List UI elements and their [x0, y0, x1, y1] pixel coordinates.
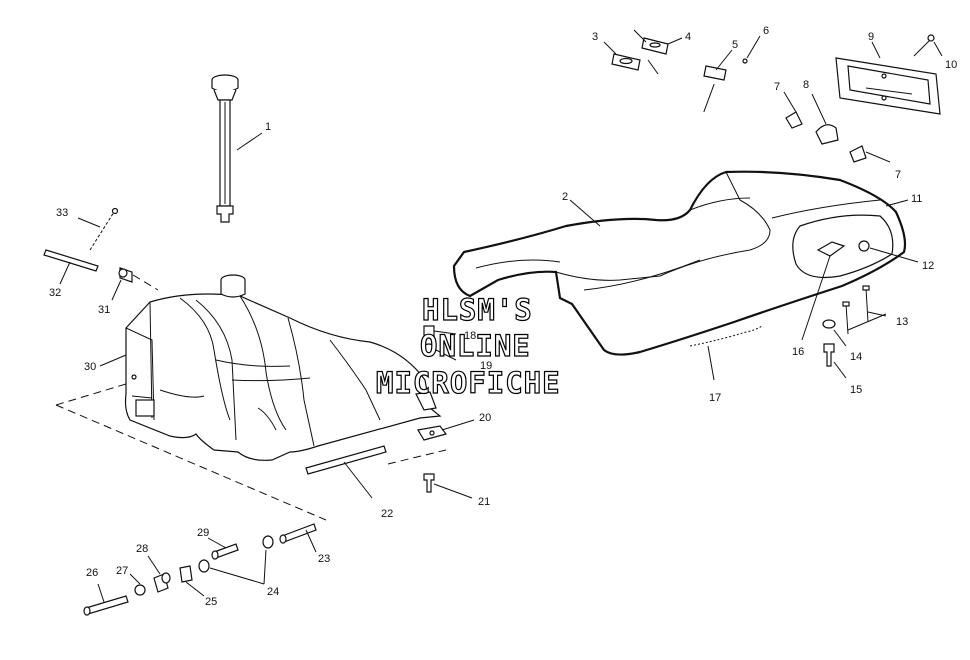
- callout-4: 4: [685, 31, 691, 43]
- watermark-line-2: ONLINE: [420, 329, 531, 363]
- callout-3: 3: [592, 31, 598, 43]
- callout-11: 11: [911, 193, 922, 205]
- callout-22: 22: [381, 508, 393, 520]
- callout-labels: 1 2 3 4 5 6 7 7 8 9 10 11 12 13 14 15 16…: [49, 25, 957, 608]
- fuel-tank-part: [99, 274, 442, 461]
- callout-1: 1: [265, 121, 271, 133]
- callout-9: 9: [868, 31, 874, 43]
- callout-2: 2: [562, 191, 568, 203]
- tank-hardware-parts: [305, 325, 475, 499]
- callout-20: 20: [479, 412, 491, 424]
- callout-24: 24: [267, 586, 279, 598]
- seat-underside-cutout: [792, 199, 919, 341]
- seat-part: [452, 170, 907, 356]
- watermark: HLSM'S ONLINE MICROFICHE: [375, 292, 561, 400]
- callout-30: 30: [84, 361, 96, 373]
- watermark-line-1: HLSM'S: [422, 293, 533, 327]
- seat-base-part: [689, 325, 763, 381]
- callout-7b: 7: [895, 169, 901, 181]
- fuel-sender-part: [211, 74, 263, 223]
- callout-15: 15: [850, 384, 862, 396]
- callout-21: 21: [478, 496, 490, 508]
- callout-19: 19: [480, 360, 492, 372]
- callout-13: 13: [896, 316, 908, 328]
- callout-33: 33: [56, 207, 68, 219]
- callout-8: 8: [803, 79, 809, 91]
- callout-12: 12: [922, 260, 934, 272]
- vent-hose-parts: [43, 207, 159, 301]
- callout-17: 17: [709, 392, 721, 404]
- callout-27: 27: [116, 565, 128, 577]
- callout-23: 23: [318, 553, 330, 565]
- callout-10: 10: [945, 59, 957, 71]
- taillight-parts: [603, 29, 943, 163]
- callout-6: 6: [763, 25, 769, 37]
- callout-25: 25: [205, 596, 217, 608]
- watermark-line-3: MICROFICHE: [376, 366, 561, 400]
- callout-5: 5: [732, 39, 738, 51]
- fuel-line-fittings: [83, 523, 317, 616]
- callout-28: 28: [136, 543, 148, 555]
- callout-26: 26: [86, 567, 98, 579]
- callout-16: 16: [792, 346, 804, 358]
- seat-hardware-parts: [822, 285, 887, 379]
- callout-32: 32: [49, 287, 61, 299]
- callout-29: 29: [197, 527, 209, 539]
- tank-dashed-outline: [55, 383, 447, 521]
- callout-7a: 7: [774, 81, 780, 93]
- callout-14: 14: [850, 351, 862, 363]
- callout-18: 18: [464, 330, 476, 342]
- callout-31: 31: [98, 304, 110, 316]
